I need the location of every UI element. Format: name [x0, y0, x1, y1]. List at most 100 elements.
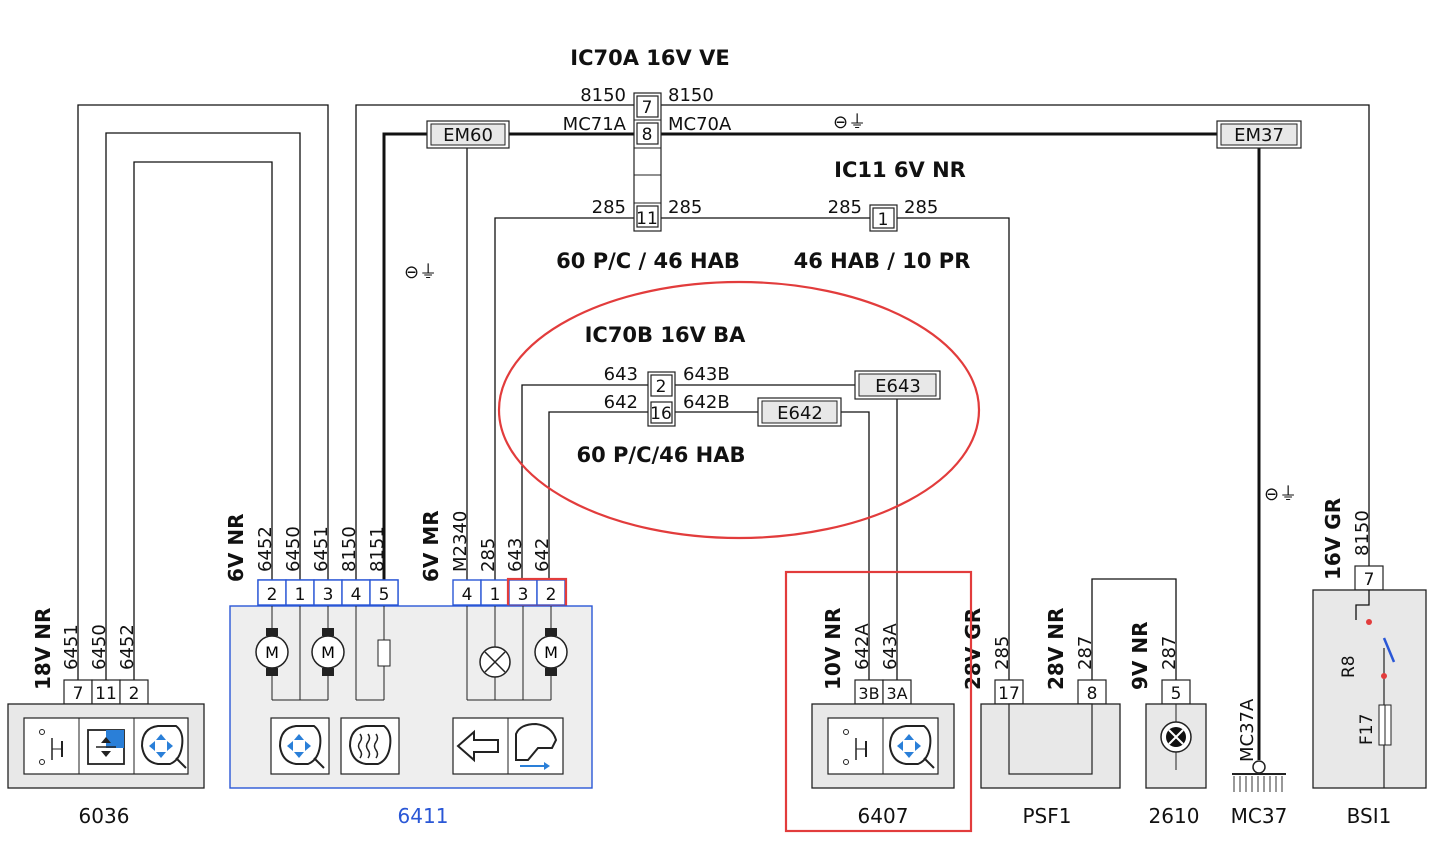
highlight-box — [784, 570, 973, 833]
svg-text:E642: E642 — [777, 403, 823, 424]
svg-text:18V NR: 18V NR — [31, 608, 55, 690]
svg-text:285: 285 — [992, 636, 1013, 670]
svg-text:5: 5 — [379, 585, 390, 605]
ground-symbol: ⊖⏚ — [404, 262, 437, 283]
svg-text:M: M — [321, 643, 335, 662]
vertical-labels: 6451 6450 6452 18V NR 6452 6450 6451 815… — [31, 498, 1373, 762]
component-mc37: MC37 — [1231, 760, 1288, 828]
wire-label: 642B — [683, 392, 730, 413]
ic70b-label: IC70B 16V BA — [585, 323, 747, 347]
svg-text:11: 11 — [95, 684, 117, 704]
svg-text:28V NR: 28V NR — [1044, 608, 1068, 690]
splice-em37: EM37 — [1216, 120, 1302, 149]
lamp-icon — [1160, 721, 1192, 753]
ic70a-pin-8: 8 — [642, 125, 653, 145]
svg-text:6452: 6452 — [117, 624, 138, 670]
connector-ic70b: IC70B 16V BA 2 16 643 642 643B 642B — [585, 323, 747, 427]
ic11-label: IC11 6V NR — [834, 158, 966, 182]
svg-text:E643: E643 — [875, 376, 921, 397]
svg-text:6451: 6451 — [311, 526, 332, 572]
relay-label: R8 — [1339, 655, 1359, 678]
svg-text:7: 7 — [1364, 570, 1375, 590]
svg-text:7: 7 — [73, 684, 84, 704]
wire-label: 285 — [668, 197, 702, 218]
ic70a-pin-11: 11 — [636, 209, 658, 229]
wire-label: 285 — [828, 197, 862, 218]
mirror-adjust-icon — [140, 725, 187, 769]
component-2610: 5 2610 — [1145, 679, 1207, 828]
wire-label: MC71A — [563, 114, 627, 135]
component-id: 6407 — [858, 804, 909, 828]
svg-text:1: 1 — [490, 585, 501, 605]
label-60pc46hab: 60 P/C/46 HAB — [576, 443, 745, 467]
wire-label: 8150 — [668, 85, 714, 106]
mirror-adjust-icon — [278, 725, 325, 769]
svg-text:EM37: EM37 — [1234, 125, 1284, 146]
lamp-icon — [479, 646, 511, 678]
svg-text:M: M — [544, 643, 558, 662]
svg-text:8151: 8151 — [367, 526, 388, 572]
label-46hab-10pr: 46 HAB / 10 PR — [794, 249, 971, 273]
ic70a-pin-7: 7 — [642, 98, 653, 118]
svg-text:4: 4 — [462, 585, 473, 605]
svg-text:6450: 6450 — [89, 624, 110, 670]
svg-text:6451: 6451 — [61, 624, 82, 670]
svg-text:3: 3 — [518, 585, 529, 605]
svg-text:M2340: M2340 — [450, 511, 471, 572]
highlight-ellipse — [497, 280, 981, 540]
svg-text:16: 16 — [650, 404, 672, 424]
svg-text:6V NR: 6V NR — [224, 514, 248, 583]
svg-text:6450: 6450 — [283, 526, 304, 572]
splice-e643: E643 — [854, 370, 941, 400]
svg-text:8: 8 — [1087, 684, 1098, 704]
svg-text:643: 643 — [505, 538, 526, 572]
component-bsi1: 7 R8 F17 BSI1 — [1312, 565, 1427, 828]
mirror-fold-icon — [87, 729, 125, 765]
wire-label: 285 — [904, 197, 938, 218]
component-6407: 3B 3A 6407 — [784, 570, 973, 833]
connector-ic11: 1 IC11 6V NR 285 285 — [828, 158, 966, 232]
svg-text:6452: 6452 — [255, 526, 276, 572]
wire-label: MC70A — [668, 114, 732, 135]
svg-text:M: M — [265, 643, 279, 662]
svg-text:3A: 3A — [886, 684, 907, 703]
svg-text:2: 2 — [267, 585, 278, 605]
mirror-adjust-icon — [888, 725, 935, 769]
resistor-icon — [377, 639, 391, 667]
ground-symbol: ⊖⏚ — [833, 112, 866, 133]
svg-text:2: 2 — [129, 684, 140, 704]
component-6411: 2 1 3 4 5 4 1 3 2 M — [229, 577, 593, 828]
ground-hatch-icon — [1233, 776, 1283, 792]
svg-text:8150: 8150 — [1352, 510, 1373, 556]
svg-text:642: 642 — [532, 538, 553, 572]
wire-label: 643B — [683, 364, 730, 385]
turn-signal-icon — [456, 729, 499, 763]
svg-text:3: 3 — [323, 585, 334, 605]
svg-text:4: 4 — [351, 585, 362, 605]
mirror-heater-icon — [348, 725, 392, 765]
svg-text:2: 2 — [656, 377, 667, 397]
component-id: 6036 — [79, 804, 130, 828]
connector-ic70a: 7 8 11 IC70A 16V VE 8150 MC71A 285 8150 … — [563, 46, 732, 232]
svg-text:287: 287 — [1075, 636, 1096, 670]
svg-text:285: 285 — [478, 538, 499, 572]
wire-label: 642 — [604, 392, 638, 413]
svg-text:5: 5 — [1171, 684, 1182, 704]
component-id: MC37 — [1231, 804, 1288, 828]
svg-text:6V MR: 6V MR — [419, 510, 443, 582]
mirror-fold-motor-icon — [515, 722, 558, 770]
switch-icon — [843, 729, 867, 765]
svg-text:9V NR: 9V NR — [1128, 622, 1152, 691]
fuse-label: F17 — [1357, 714, 1377, 745]
component-id: 6411 — [398, 804, 449, 828]
svg-text:2: 2 — [546, 585, 557, 605]
component-id: BSI1 — [1347, 804, 1392, 828]
svg-text:10V NR: 10V NR — [821, 608, 845, 690]
svg-text:643A: 643A — [880, 623, 901, 670]
component-id: PSF1 — [1023, 804, 1072, 828]
motor-icon: M — [255, 628, 289, 676]
wires — [77, 104, 1370, 760]
component-id: 2610 — [1149, 804, 1200, 828]
component-psf1: 17 8 PSF1 — [980, 679, 1121, 828]
svg-text:EM60: EM60 — [443, 125, 493, 146]
